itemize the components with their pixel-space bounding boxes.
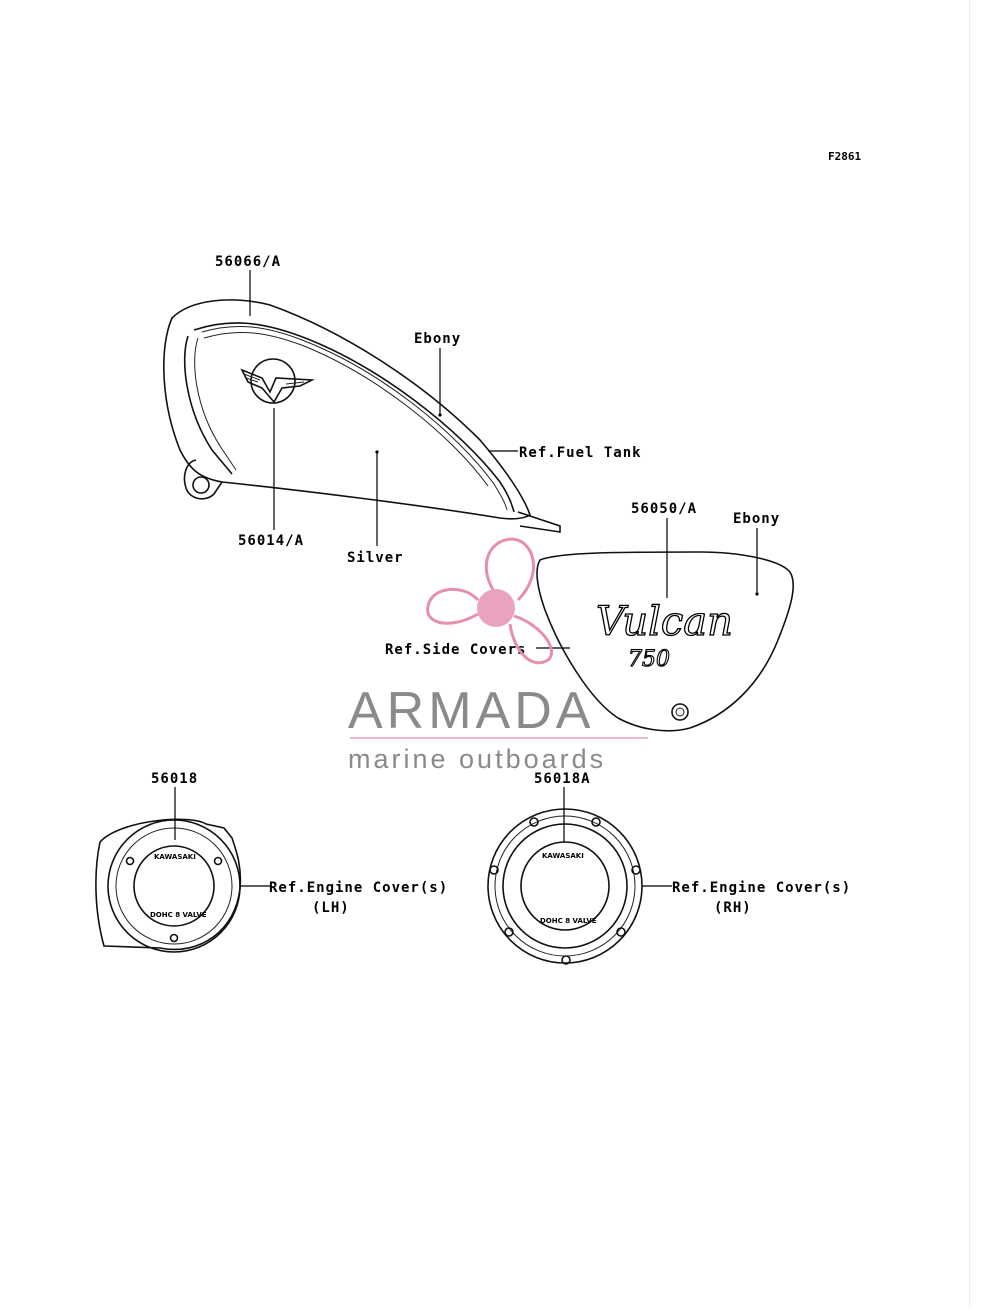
callout-56066: 56066/A	[215, 254, 281, 270]
tank-emblem	[240, 358, 316, 404]
callout-56014: 56014/A	[238, 533, 304, 549]
fuel-tank	[163, 299, 561, 533]
callout-rh-ref: Ref.Engine Cover(s)	[672, 880, 851, 896]
callout-tank-ebony: Ebony	[414, 331, 461, 347]
ebony-point	[438, 413, 442, 417]
callout-56018a: 56018A	[534, 771, 591, 787]
callout-lh-ref: Ref.Engine Cover(s)	[269, 880, 448, 896]
side-cover-script: Vulcan	[596, 599, 733, 645]
silver-point	[375, 450, 379, 454]
side-cover-model: 750	[628, 647, 670, 672]
callout-silver: Silver	[347, 550, 404, 566]
rh-cover-bottom-text: DOHC 8 VALVE	[540, 917, 597, 925]
callout-tank-ref: Ref.Fuel Tank	[519, 445, 642, 461]
callout-side-ebony: Ebony	[733, 511, 780, 527]
callout-56018: 56018	[151, 771, 198, 787]
callout-rh-side: (RH)	[714, 900, 752, 916]
engine-cover-lh	[95, 818, 242, 953]
watermark-brand: ARMADA	[348, 682, 594, 740]
lh-cover-bottom-text: DOHC 8 VALVE	[150, 911, 207, 919]
callout-lh-side: (LH)	[312, 900, 350, 916]
propeller-icon	[426, 537, 554, 665]
callout-side-ref: Ref.Side Covers	[385, 642, 526, 658]
callout-56050: 56050/A	[631, 501, 697, 517]
side-cover	[536, 551, 794, 732]
side-ebony-point	[755, 592, 759, 596]
figure-code: F2861	[828, 150, 861, 163]
lh-cover-top-text: KAWASAKI	[154, 853, 196, 861]
watermark-tagline: marine outboards	[348, 744, 606, 774]
engine-cover-rh	[487, 808, 643, 965]
page-edge	[969, 0, 970, 1308]
rh-cover-top-text: KAWASAKI	[542, 852, 584, 860]
